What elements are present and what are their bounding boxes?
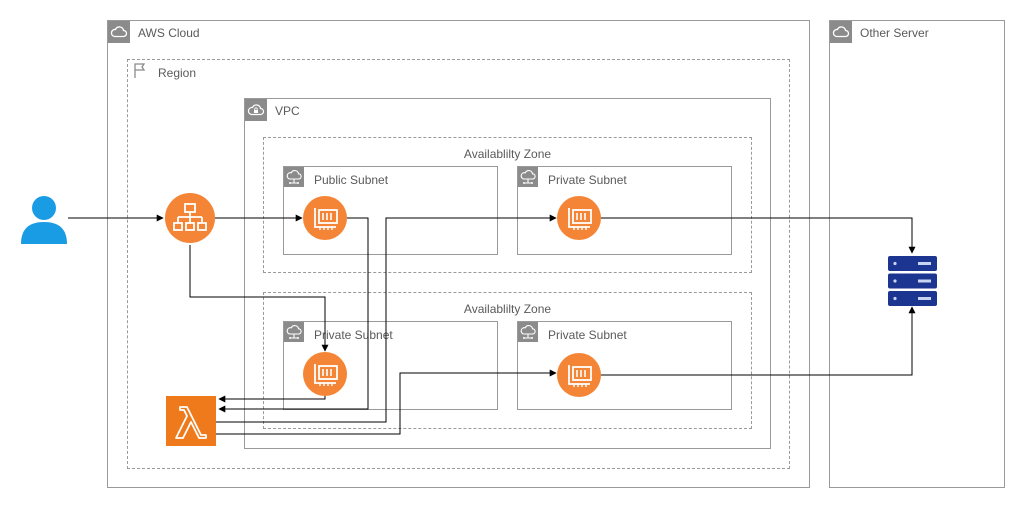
network-interface-icon — [557, 196, 601, 240]
subnet-label: Private Subnet — [314, 328, 393, 342]
subnet-cloud-icon — [518, 167, 538, 187]
network-interface-icon — [557, 353, 601, 397]
connector-lambda-to-private-eni-1 — [216, 214, 557, 423]
other-server-group: Other Server — [829, 20, 1005, 488]
private-subnet-3: Private Subnet — [517, 321, 732, 410]
flag-icon — [128, 60, 150, 82]
subnet-cloud-icon — [518, 322, 538, 342]
availability-zone-1: Availablilty Zone — [263, 137, 752, 273]
cloud-icon — [108, 21, 130, 43]
subnet-cloud-icon — [284, 322, 304, 342]
availability-zone-label: Availablilty Zone — [463, 147, 552, 161]
cloud-icon — [830, 21, 852, 43]
user-icon — [20, 194, 68, 244]
other-server-label: Other Server — [860, 26, 929, 40]
availability-zone-label: Availablilty Zone — [463, 302, 552, 316]
vpc-label: VPC — [275, 104, 300, 118]
availability-zone-2: Availablilty Zone — [263, 292, 752, 429]
lambda-icon — [166, 396, 216, 446]
connector-public-eni-to-lambda — [218, 217, 369, 413]
aws-cloud-group: AWS Cloud — [107, 20, 810, 488]
connector-lambda-to-private-eni-3 — [216, 369, 557, 435]
connector-lb-to-private-eni — [189, 245, 329, 352]
network-interface-icon — [303, 196, 347, 240]
connector-private-eni-1-to-server — [601, 217, 916, 254]
connector-private-eni-3-to-server — [601, 306, 916, 376]
region-label: Region — [158, 66, 197, 80]
private-subnet-2: Private Subnet — [283, 321, 498, 410]
region-group: Region — [127, 59, 790, 469]
vpc-cloud-lock-icon — [245, 99, 267, 121]
private-subnet-1: Private Subnet — [517, 166, 732, 255]
vpc-group: VPC — [244, 98, 771, 449]
aws-cloud-label: AWS Cloud — [138, 26, 200, 40]
subnet-label: Private Subnet — [548, 173, 627, 187]
subnet-label: Private Subnet — [548, 328, 627, 342]
network-interface-icon — [303, 352, 347, 396]
subnet-cloud-icon — [284, 167, 304, 187]
server-rack-icon — [888, 256, 937, 306]
public-subnet-1: Public Subnet — [283, 166, 498, 255]
load-balancer-icon — [165, 193, 215, 243]
subnet-label: Public Subnet — [314, 173, 389, 187]
